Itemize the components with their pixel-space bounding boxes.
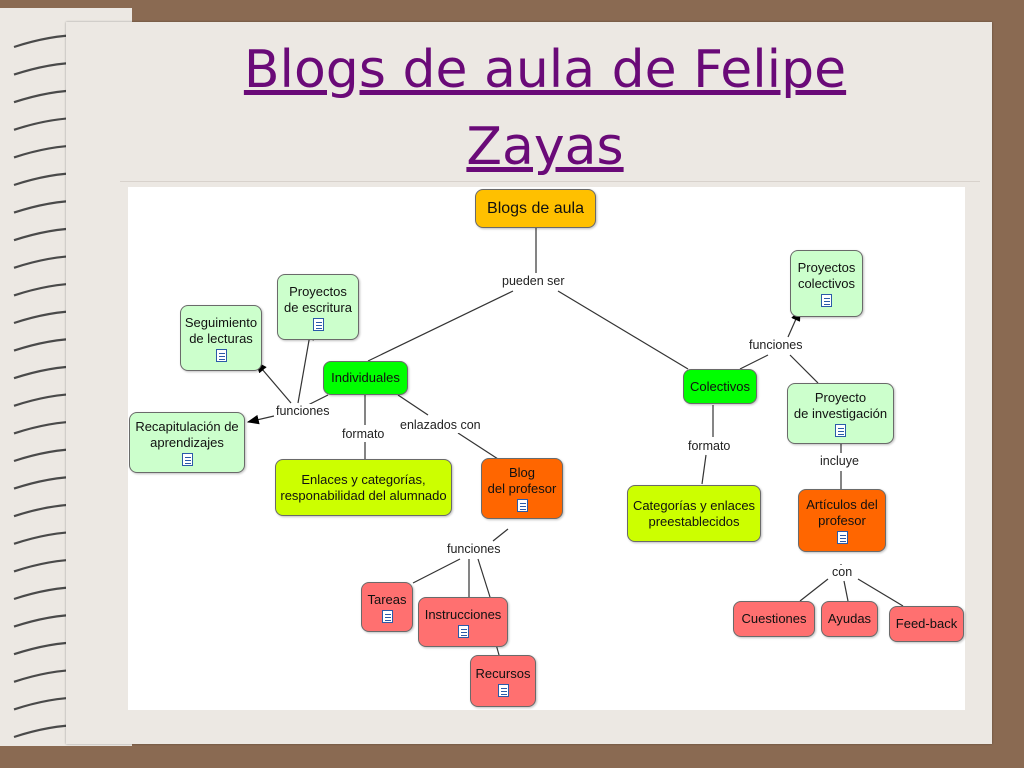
connector-funciones-investigacion bbox=[789, 354, 819, 384]
node-label: Seguimiento de lecturas bbox=[184, 314, 258, 346]
node-recapitulacion-aprendizajes[interactable]: Recapitulación de aprendizajes bbox=[129, 412, 245, 473]
node-proyectos-colectivos[interactable]: Proyectos colectivos bbox=[790, 250, 863, 317]
link-label-pueden-ser: pueden ser bbox=[500, 274, 567, 289]
link-label-con: con bbox=[830, 565, 855, 580]
node-label: Artículos del profesor bbox=[806, 497, 878, 528]
node-label: Recapitulación de aprendizajes bbox=[135, 419, 239, 450]
node-individuales[interactable]: Individuales bbox=[323, 361, 408, 395]
node-label: Recursos bbox=[475, 665, 531, 681]
node-feed-back[interactable]: Feed-back bbox=[889, 606, 964, 642]
connector-blog-funciones bbox=[492, 528, 509, 542]
node-ayudas[interactable]: Ayudas bbox=[821, 601, 878, 637]
node-label: Tareas bbox=[367, 591, 407, 607]
connector-ind-enlazados bbox=[397, 394, 429, 416]
node-proyecto-investigacion[interactable]: Proyecto de investigación bbox=[787, 383, 894, 444]
node-tareas[interactable]: Tareas bbox=[361, 582, 413, 632]
node-colectivos[interactable]: Colectivos bbox=[683, 369, 757, 404]
node-label: Blogs de aula bbox=[487, 199, 584, 217]
connector-funciones-tareas bbox=[412, 558, 461, 584]
node-label: Feed-back bbox=[895, 616, 958, 631]
document-icon[interactable] bbox=[836, 531, 848, 544]
document-icon[interactable] bbox=[381, 609, 393, 623]
node-categorias-enlaces[interactable]: Categorías y enlaces preestablecidos bbox=[627, 485, 761, 542]
node-label: Proyecto de investigación bbox=[793, 390, 888, 421]
node-articulos-profesor[interactable]: Artículos del profesor bbox=[798, 489, 886, 552]
node-label: Categorías y enlaces preestablecidos bbox=[632, 497, 756, 529]
node-blog-del-profesor[interactable]: Blog del profesor bbox=[481, 458, 563, 519]
node-seguimiento-lecturas[interactable]: Seguimiento de lecturas bbox=[180, 305, 262, 371]
node-proyectos-escritura[interactable]: Proyectos de escritura bbox=[277, 274, 359, 340]
link-label-incluye: incluye bbox=[818, 454, 861, 469]
document-icon[interactable] bbox=[181, 453, 193, 466]
connector-col-funciones bbox=[739, 354, 769, 370]
document-icon[interactable] bbox=[215, 348, 227, 362]
document-icon[interactable] bbox=[516, 499, 528, 512]
connector-funciones-seguimiento bbox=[255, 361, 292, 404]
document-icon[interactable] bbox=[821, 294, 832, 307]
link-label-funciones-right: funciones bbox=[747, 338, 805, 353]
link-label-funciones-left: funciones bbox=[274, 404, 332, 419]
link-label-funciones-blog: funciones bbox=[445, 542, 503, 557]
connector-funciones-proyectos bbox=[297, 327, 314, 404]
connector-pueden-individuales bbox=[367, 290, 514, 362]
connector-formato-categorias bbox=[701, 454, 707, 485]
node-label: Enlaces y categorías, responabilidad del… bbox=[280, 471, 447, 503]
slide-title-line1[interactable]: Blogs de aula de Felipe bbox=[243, 40, 847, 100]
connector-funciones-recapitulacion bbox=[246, 414, 275, 425]
connector-pueden-colectivos bbox=[557, 290, 689, 370]
node-label: Blog del profesor bbox=[487, 465, 557, 496]
concept-map: pueden ser funciones formato enlazados c… bbox=[128, 187, 965, 710]
node-enlaces-categorias[interactable]: Enlaces y categorías, responabilidad del… bbox=[275, 459, 452, 516]
document-icon[interactable] bbox=[497, 683, 509, 697]
connector-con-ayudas bbox=[843, 580, 849, 602]
connector-con-feedback bbox=[857, 578, 904, 607]
node-label: Individuales bbox=[331, 370, 400, 385]
link-label-enlazados-con: enlazados con bbox=[398, 418, 483, 433]
node-label: Cuestiones bbox=[741, 611, 807, 626]
link-label-formato-right: formato bbox=[686, 439, 733, 454]
connector-enlazados-blog bbox=[457, 432, 499, 460]
node-blogs-de-aula[interactable]: Blogs de aula bbox=[475, 189, 596, 228]
link-label-formato-left: formato bbox=[340, 427, 387, 442]
title-divider bbox=[120, 181, 980, 182]
document-icon[interactable] bbox=[457, 624, 469, 638]
slide-title-line2[interactable]: Zayas bbox=[466, 117, 624, 177]
connector-con-cuestiones bbox=[799, 578, 829, 602]
node-label: Instrucciones bbox=[424, 606, 502, 622]
node-label: Ayudas bbox=[827, 611, 872, 626]
node-cuestiones[interactable]: Cuestiones bbox=[733, 601, 815, 637]
node-instrucciones[interactable]: Instrucciones bbox=[418, 597, 508, 647]
connector-ind-funciones bbox=[307, 394, 329, 406]
node-label: Proyectos de escritura bbox=[284, 283, 352, 315]
document-icon[interactable] bbox=[312, 317, 324, 331]
document-icon[interactable] bbox=[835, 424, 846, 437]
node-recursos[interactable]: Recursos bbox=[470, 655, 536, 707]
node-label: Colectivos bbox=[690, 378, 750, 394]
connector-funciones-recursos bbox=[477, 558, 491, 598]
node-label: Proyectos colectivos bbox=[797, 260, 856, 291]
